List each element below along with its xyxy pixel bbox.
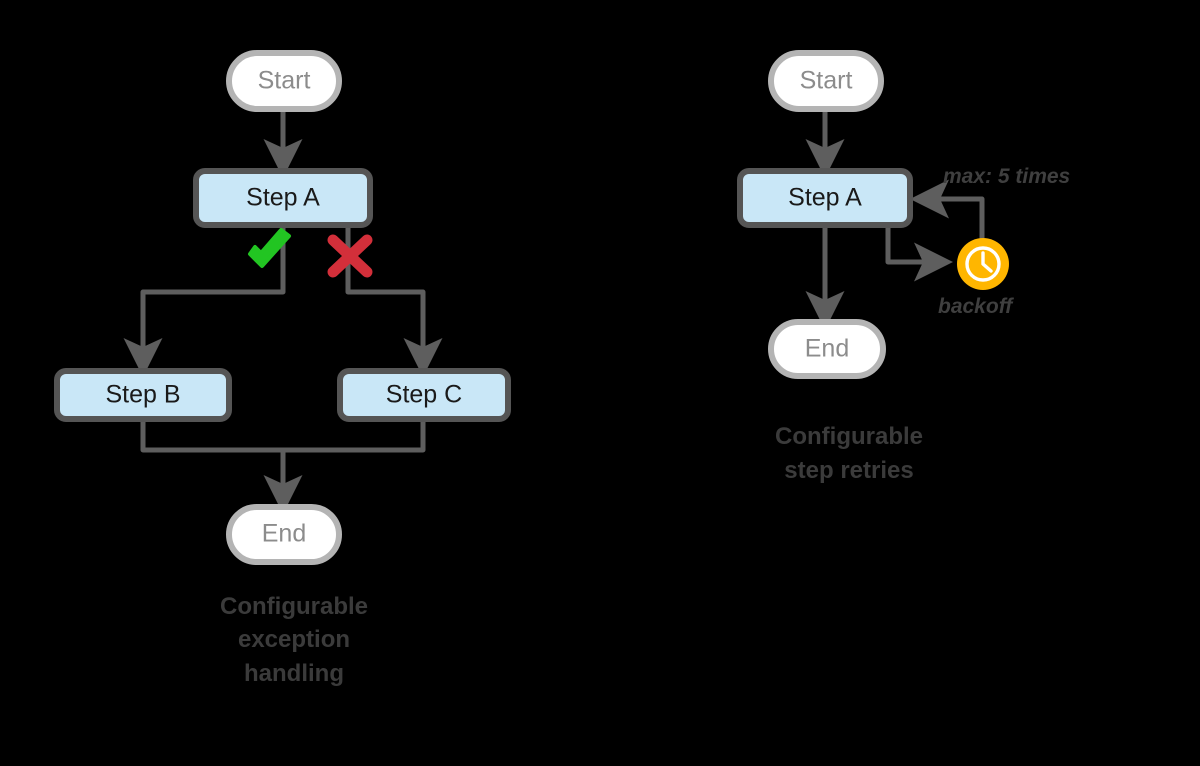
node-step-c-shape (337, 368, 511, 422)
edge-step-c-to-end (283, 419, 426, 453)
node-start-right[interactable]: Start (768, 50, 884, 112)
annotation-retry-limit: max: 5 times (943, 165, 1070, 188)
node-step-a-right[interactable]: Step A (737, 168, 913, 228)
node-step-b[interactable]: Step B (54, 368, 232, 422)
node-step-a-left[interactable]: Step A (193, 168, 373, 228)
caption-right-line-2: step retries (784, 457, 913, 484)
node-step-b-label: Step B (105, 381, 180, 409)
edge-backoff-to-step-a (909, 179, 985, 245)
caption-exception-handling: Configurable exception handling (220, 593, 368, 687)
node-step-c[interactable]: Step C (337, 368, 511, 422)
edge-step-b-to-end (140, 419, 303, 515)
check-icon (248, 228, 291, 268)
node-start-right-shape (768, 50, 884, 112)
caption-step-retries: Configurable step retries (775, 423, 923, 484)
clock-icon[interactable] (957, 238, 1009, 290)
diagram-step-retries: Start Step A End max: 5 times backoff (737, 50, 1070, 484)
caption-line-1: Configurable (220, 593, 368, 620)
caption-right-line-1: Configurable (775, 423, 923, 450)
node-step-a-left-shape (193, 168, 373, 228)
node-end-right-label: End (805, 335, 849, 363)
clock-icon-face (965, 246, 1001, 282)
node-end-right-shape (768, 319, 886, 379)
node-start-left-label: Start (258, 67, 311, 95)
diagram-exception-handling: Start Step A Step B S (54, 50, 511, 687)
caption-line-2: exception (238, 626, 350, 653)
node-step-a-right-shape (737, 168, 913, 228)
node-start-left-shape (226, 50, 342, 112)
edge-group-right (805, 111, 985, 331)
caption-line-3: handling (244, 660, 344, 687)
node-step-a-right-label: Step A (788, 184, 862, 212)
node-end-left[interactable]: End (226, 504, 342, 565)
node-step-c-label: Step C (386, 381, 462, 409)
annotation-backoff-label: backoff (938, 295, 1014, 318)
node-start-left[interactable]: Start (226, 50, 342, 112)
node-step-b-shape (54, 368, 232, 422)
edge-step-a-to-step-b (123, 226, 286, 378)
node-start-right-label: Start (800, 67, 853, 95)
node-step-a-left-label: Step A (246, 184, 320, 212)
node-end-left-label: End (262, 520, 306, 548)
node-end-left-shape (226, 504, 342, 565)
node-end-right[interactable]: End (768, 319, 886, 379)
clock-icon-hands (981, 251, 993, 273)
cross-icon (327, 234, 373, 278)
edge-step-a-to-backoff (885, 226, 954, 282)
